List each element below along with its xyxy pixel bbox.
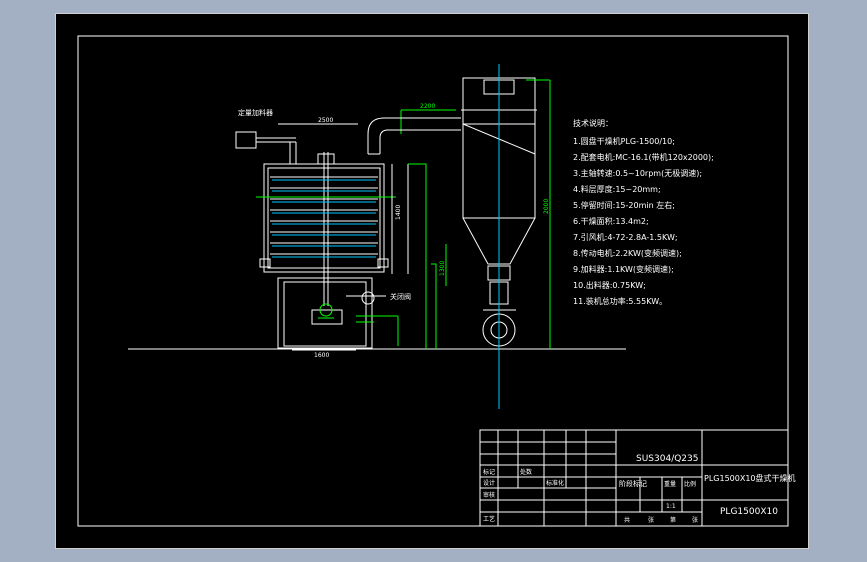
spec-item: 4.料层厚度:15~20mm; xyxy=(573,184,661,194)
tb-sheet: 张 xyxy=(648,516,654,524)
dim-cyclone-text: 2000 xyxy=(543,199,550,214)
tb-scale: 比例 xyxy=(684,480,696,488)
dim-top-text: 2500 xyxy=(318,117,333,124)
drawing-name: PLG1500X10盘式干燥机 xyxy=(704,473,796,483)
tb-std: 标准化 xyxy=(546,479,564,487)
pipe-vertical-a xyxy=(408,163,427,349)
spec-item: 6.干燥面积:13.4m2; xyxy=(573,216,649,226)
spec-item: 5.停留时间:15-20min 左右; xyxy=(573,200,675,210)
cyclone-separator xyxy=(461,64,537,409)
tb-weight: 重量 xyxy=(664,480,676,488)
drawing-number: PLG1500X10 xyxy=(720,507,778,517)
spec-notes: 技术说明： 1.圆盘干燥机PLG-1500/10; 2.配套电机:MC-16.1… xyxy=(573,118,714,306)
spec-item: 3.主轴转速:0.5~10rpm(无极调速); xyxy=(573,168,702,178)
cad-viewport[interactable]: 定量加料器 2500 1400 1600 xyxy=(55,13,809,549)
material-text: SUS304/Q235 xyxy=(636,454,699,464)
feeder-label: 定量加料器 xyxy=(238,108,273,117)
motor-label: 关闭阀 xyxy=(390,292,411,301)
sheet-border xyxy=(77,35,789,527)
dim-tower-text: 1400 xyxy=(395,205,402,220)
dim-base-text: 1600 xyxy=(314,352,329,359)
drawing-canvas: 定量加料器 2500 1400 1600 xyxy=(77,35,796,527)
feeder-box xyxy=(235,131,257,149)
tb-count: 处数 xyxy=(520,468,532,476)
base-frame: 1600 关闭阀 xyxy=(277,277,411,359)
dim-duct-text: 2200 xyxy=(420,103,435,110)
tb-mark: 标记 xyxy=(483,468,495,476)
dim-height-text: 1300 xyxy=(439,261,446,276)
duct xyxy=(367,117,461,155)
tb-sheet-2: 张 xyxy=(692,516,698,524)
spec-item: 8.传动电机:2.2KW(变频调速); xyxy=(573,248,682,258)
tb-design: 设计 xyxy=(483,479,495,487)
spec-item: 11.装机总功率:5.55KW。 xyxy=(573,296,667,306)
tb-ratio: 1:1 xyxy=(666,503,676,510)
spec-item: 7.引风机:4-72-2.8A-1.5KW; xyxy=(573,232,678,242)
dryer-tower: 1400 xyxy=(256,152,409,306)
spec-title: 技术说明： xyxy=(573,118,613,128)
title-block: SUS304/Q235 PLG1500X10盘式干燥机 PLG1500X10 标… xyxy=(479,429,796,527)
spec-item: 2.配套电机:MC-16.1(带机120x2000); xyxy=(573,152,714,162)
spec-item: 10.出料器:0.75KW; xyxy=(573,280,646,290)
spec-item: 1.圆盘干燥机PLG-1500/10; xyxy=(573,136,675,146)
tb-sheet-no: 第 xyxy=(670,516,676,524)
tb-check: 审核 xyxy=(483,491,495,499)
tb-sheet-total: 共 xyxy=(624,516,630,524)
tb-process: 工艺 xyxy=(483,515,495,523)
spec-item: 9.加料器:1.1KW(变频调速); xyxy=(573,264,674,274)
tb-stage: 阶段标记 xyxy=(619,479,647,488)
